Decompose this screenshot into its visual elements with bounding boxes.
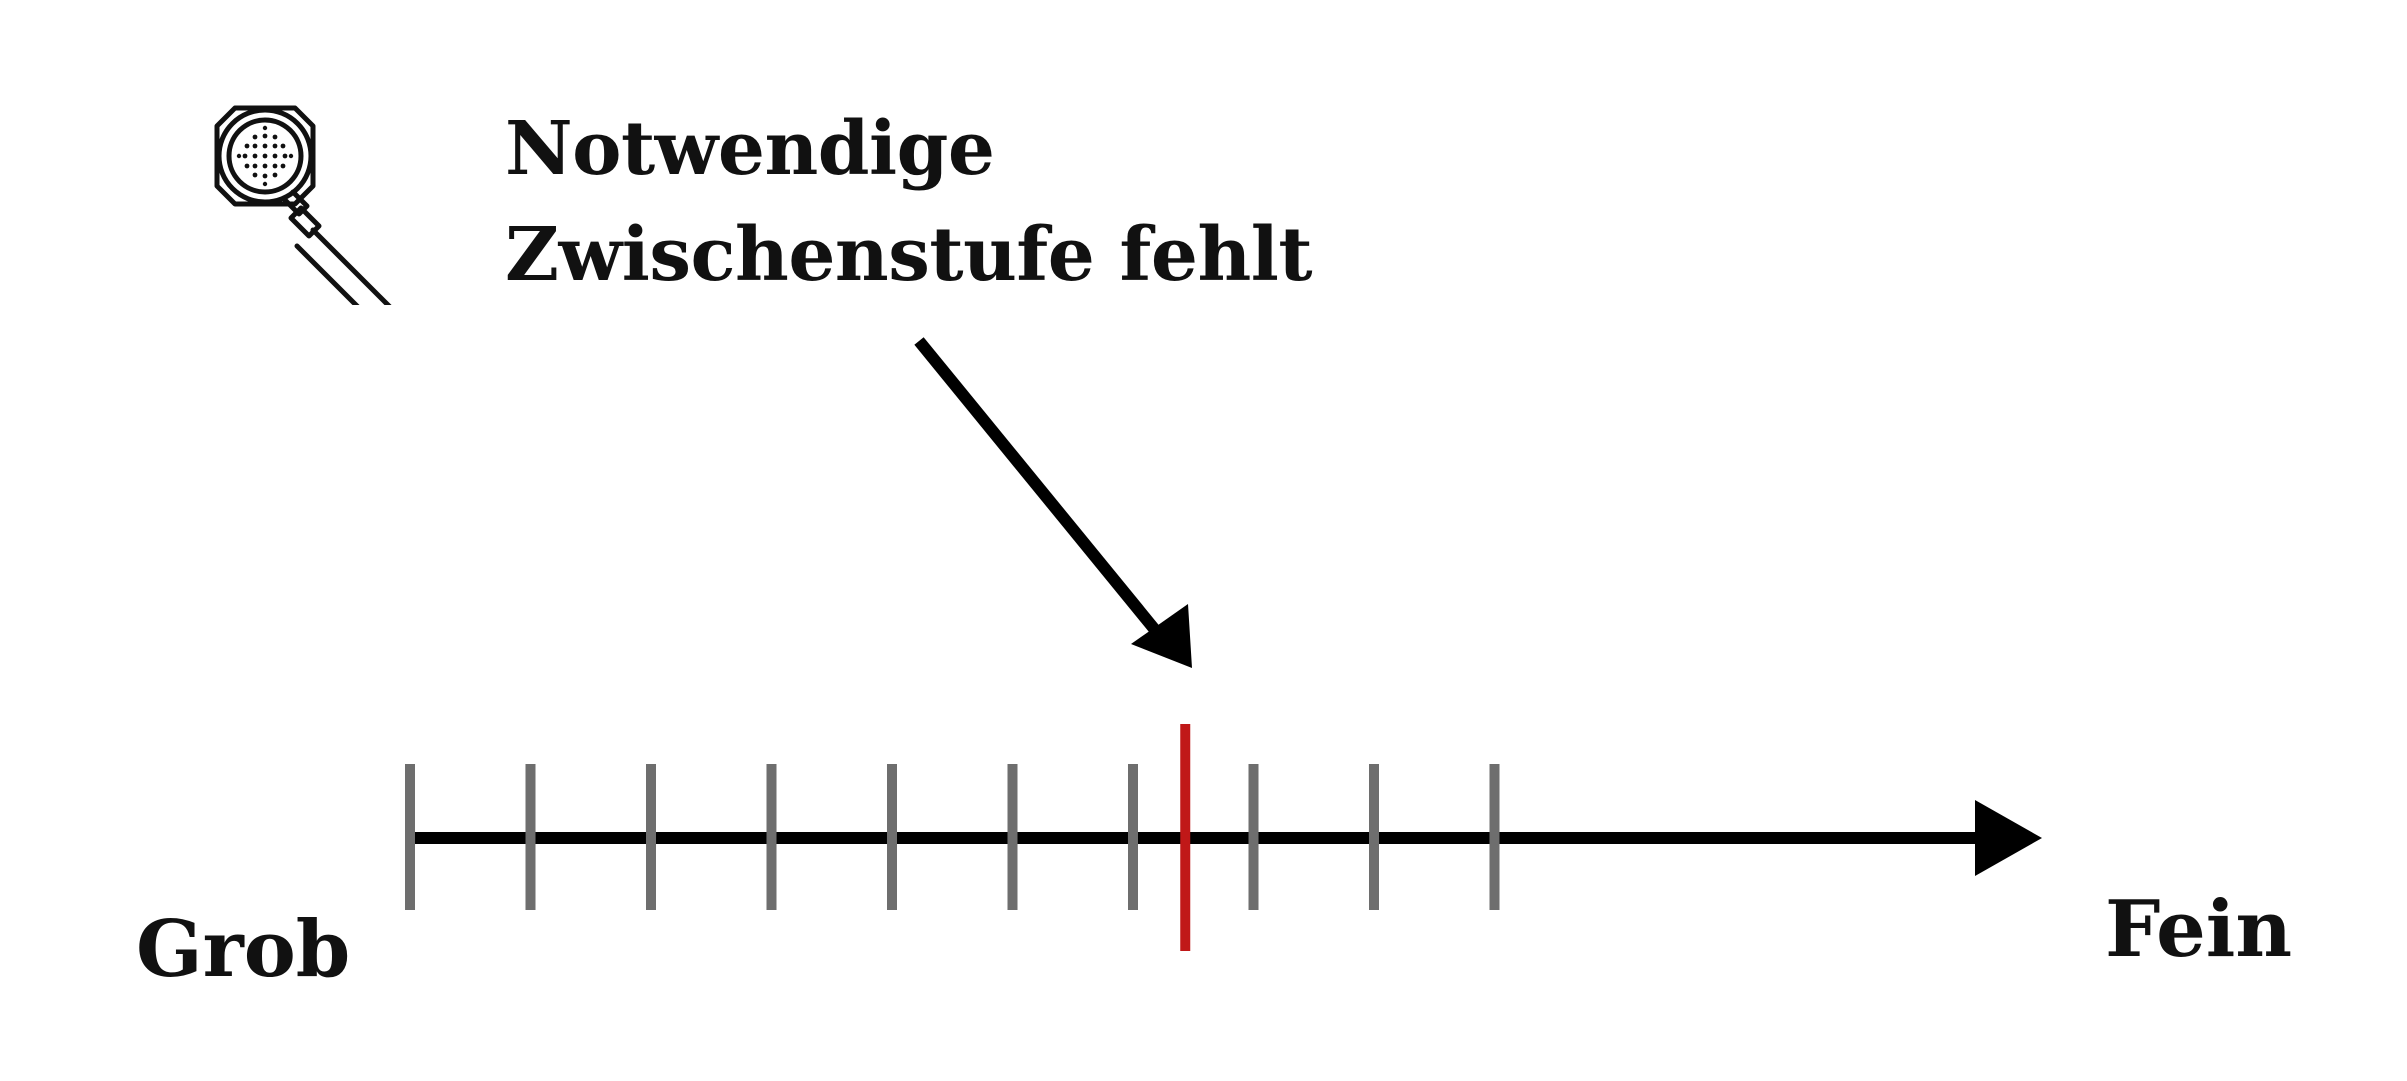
scale-label-coarse: Grob xyxy=(136,904,351,995)
callout-arrow xyxy=(914,337,1192,668)
scale-ticks xyxy=(405,764,1500,910)
callout-arrow-head xyxy=(1131,604,1192,668)
scale-axis xyxy=(410,800,2042,876)
callout-arrow-shaft xyxy=(914,337,1165,640)
scale-label-fine: Fein xyxy=(2105,884,2293,975)
callout-line-2: Zwischenstufe fehlt xyxy=(505,212,1313,298)
callout-text: Notwendige Zwischenstufe fehlt xyxy=(505,96,1313,308)
callout-line-1: Notwendige xyxy=(505,106,995,192)
portafilter-icon xyxy=(205,100,410,333)
scale-axis-arrowhead xyxy=(1975,800,2042,876)
